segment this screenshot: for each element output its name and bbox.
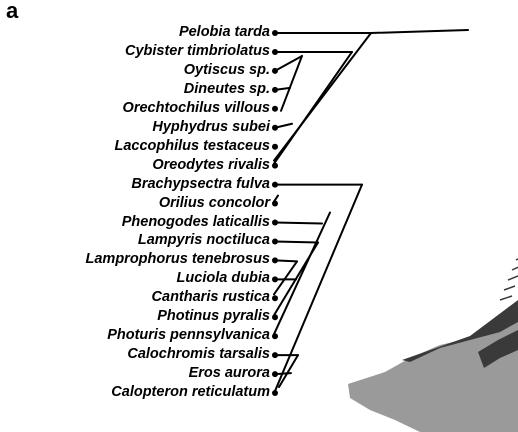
branch-line	[281, 56, 302, 111]
tip-marker	[272, 352, 278, 358]
branch-line	[275, 185, 362, 391]
tip-marker	[272, 276, 278, 282]
tip-marker	[272, 333, 278, 339]
tip-marker	[272, 371, 278, 377]
specimen-body	[348, 318, 518, 432]
tip-marker	[272, 295, 278, 301]
tip-marker	[272, 30, 278, 36]
tip-marker	[272, 390, 278, 396]
branch-line	[275, 241, 318, 242]
specimen-hair	[504, 286, 515, 290]
tip-marker	[272, 238, 278, 244]
tip-markers	[272, 30, 278, 396]
tree-branches	[274, 30, 468, 391]
tip-marker	[272, 87, 278, 93]
specimen-hair	[508, 276, 518, 280]
root-branch	[371, 30, 468, 33]
tip-marker	[272, 49, 278, 55]
branch-line	[275, 223, 322, 224]
specimen-hair	[512, 266, 518, 270]
tip-marker	[272, 68, 278, 74]
tip-marker	[272, 144, 278, 150]
tip-marker	[272, 182, 278, 188]
branch-line	[274, 213, 330, 335]
tip-marker	[272, 314, 278, 320]
tip-marker	[272, 220, 278, 226]
specimen-hair	[500, 296, 512, 300]
tip-marker	[272, 163, 278, 169]
branch-line	[275, 260, 297, 261]
tip-marker	[272, 125, 278, 131]
specimen-photo-fragment	[348, 256, 518, 432]
tip-marker	[272, 201, 278, 207]
tip-marker	[272, 257, 278, 263]
tip-marker	[272, 106, 278, 112]
